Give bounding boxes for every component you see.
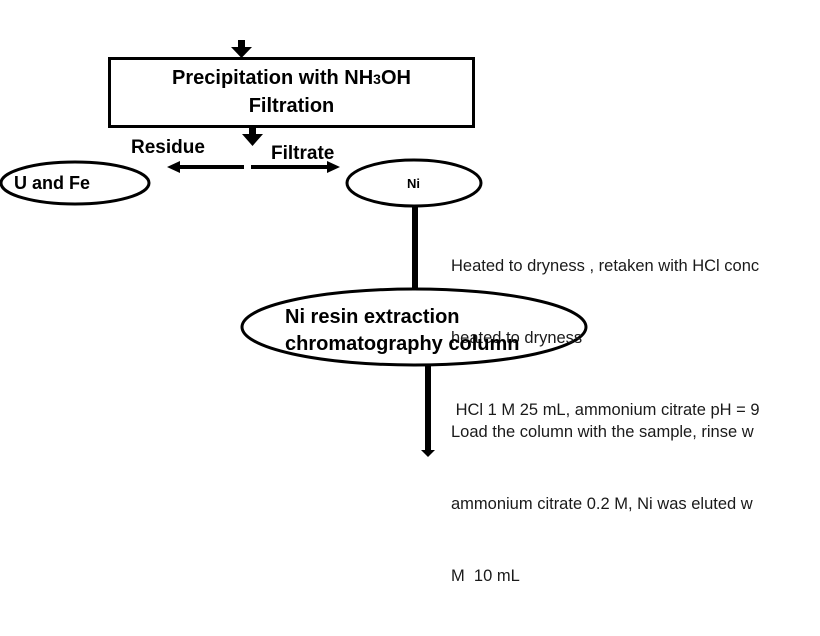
step2-line2: ammonium citrate 0.2 M, Ni was eluted w (451, 495, 753, 513)
resin-oval-text: Ni resin extraction chromatography colum… (285, 304, 519, 358)
step1-line2: heated to dryness (451, 329, 583, 347)
box-down-arrow (242, 128, 263, 146)
step2-notes: Load the column with the sample, rinse w… (451, 372, 820, 636)
step1-line1: Heated to dryness , retaken with HCl con… (451, 257, 760, 275)
bottom-outgoing-arrow (421, 365, 435, 457)
step2-line1: Load the column with the sample, rinse w (451, 423, 754, 441)
filtration-title: Filtration (248, 95, 335, 117)
flow-diagram: Precipitation with NH3OH Filtration Resi… (0, 40, 760, 585)
step1-notes: Heated to dryness , retaken with HCl con… (451, 206, 820, 470)
u-fe-label: U and Fe (14, 173, 91, 193)
resin-line2: chromatography column (285, 333, 520, 355)
resin-oval (240, 287, 588, 367)
precipitation-title: Precipitation with NH3OH (172, 67, 411, 89)
precipitation-box: Precipitation with NH3OH Filtration (108, 57, 475, 128)
filtrate-label: Filtrate (271, 143, 335, 164)
residue-arrow (167, 161, 244, 173)
residue-label: Residue (131, 137, 205, 158)
filtrate-arrow (251, 161, 340, 173)
u-fe-oval (0, 160, 151, 206)
ni-to-resin-line (412, 206, 418, 295)
top-incoming-arrow (231, 40, 252, 58)
step2-line3: M 10 mL (451, 567, 520, 585)
ni-label: Ni (407, 176, 420, 191)
resin-line1: Ni resin extraction (285, 306, 460, 328)
step1-line3: HCl 1 M 25 mL, ammonium citrate pH = 9 (451, 401, 760, 419)
connector-layer (0, 40, 588, 457)
